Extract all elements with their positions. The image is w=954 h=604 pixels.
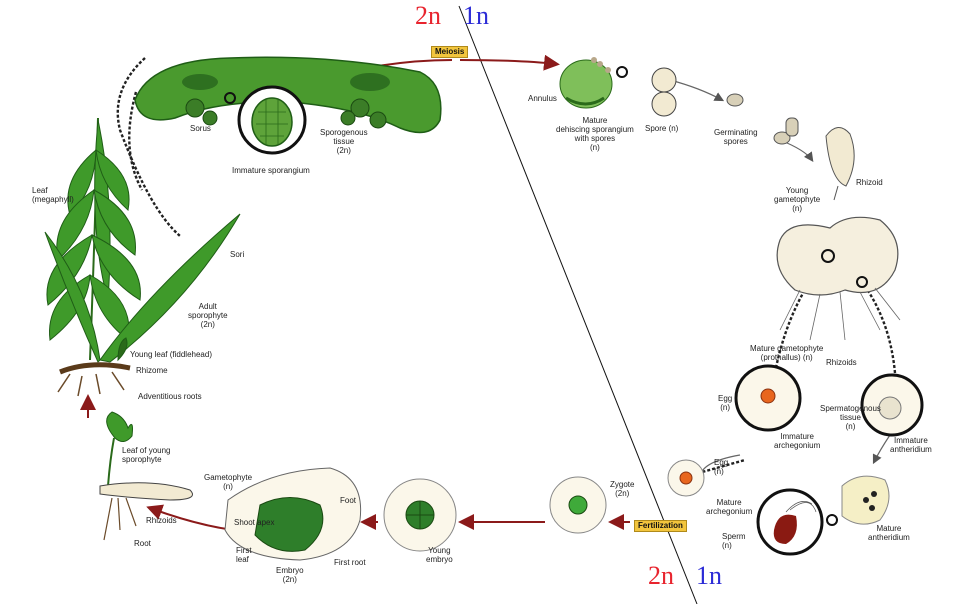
zoom-line-antheridium — [861, 281, 897, 374]
ploidy-2n-top: 2n — [415, 1, 441, 30]
label-young-leaf: Young leaf (fiddlehead) — [130, 350, 212, 359]
label-annulus: Annulus — [528, 94, 557, 103]
zygote-zoom — [549, 476, 607, 534]
spore — [651, 67, 677, 117]
label-sori: Sori — [230, 250, 245, 259]
mature-gametophyte — [776, 216, 901, 341]
label-first-root: First root — [334, 558, 366, 567]
label-adult-sporophyte: Adult sporophyte (2n) — [188, 302, 228, 329]
label-rhizome: Rhizome — [136, 366, 168, 375]
immature-sporangium-zoom — [224, 85, 307, 155]
ploidy-1n-bottom: 1n — [696, 561, 722, 590]
label-egg-upper: Egg (n) — [718, 394, 733, 412]
meiosis-tag: Meiosis — [431, 46, 469, 58]
label-spermatogenous-tissue: Spermatogenous tissue (n) — [820, 404, 881, 431]
mature-sporangium — [559, 57, 628, 109]
label-rhizoids-lower: Rhizoids — [146, 516, 177, 525]
arrow-to-mature-antheridium — [872, 434, 891, 465]
label-mature-sporangium: Mature dehiscing sporangium with spores … — [556, 116, 634, 152]
embryo-on-gametophyte — [224, 467, 362, 561]
adult-sporophyte-fern — [44, 117, 241, 363]
germinating-spores — [726, 93, 799, 145]
label-gametophyte-lower: Gametophyte (n) — [204, 473, 253, 491]
label-shoot-apex: Shoot apex — [234, 518, 275, 527]
label-immature-antheridium: Immature antheridium — [890, 436, 932, 454]
label-first-leaf: First leaf — [236, 546, 252, 564]
immature-antheridium-zoom — [860, 373, 924, 437]
mature-antheridium — [841, 475, 890, 525]
ploidy-1n-top: 1n — [463, 1, 489, 30]
label-germinating-spores: Germinating spores — [714, 128, 758, 146]
label-leaf-young-sporophyte: Leaf of young sporophyte — [122, 446, 171, 464]
zoom-line-sori — [116, 57, 181, 237]
sperm-zoom — [756, 488, 838, 556]
label-adventitious-roots: Adventitious roots — [138, 392, 202, 401]
arrow-to-germination — [669, 79, 725, 102]
zoom-line-sorus — [128, 91, 144, 191]
label-spore: Spore (n) — [645, 124, 679, 133]
label-mature-archegonium: Mature archegonium — [706, 498, 753, 516]
fertilization-tag: Fertilization — [634, 520, 687, 532]
label-rhizoids-gametophyte: Rhizoids — [826, 358, 857, 367]
label-sorus: Sorus — [190, 124, 211, 133]
young-embryo-zoom — [383, 478, 457, 552]
label-embryo: Embryo (2n) — [276, 566, 304, 584]
label-young-gametophyte: Young gametophyte (n) — [774, 186, 821, 213]
label-zygote: Zygote (2n) — [610, 480, 635, 498]
immature-archegonium-zoom — [734, 364, 802, 432]
label-sperm: Sperm (n) — [722, 532, 746, 550]
mature-archegonium — [667, 459, 705, 497]
rhizome — [57, 362, 131, 397]
label-mature-antheridium: Mature antheridium — [868, 524, 910, 542]
label-leaf: Leaf (megaphyll) — [32, 186, 74, 204]
arrow-meiosis-to-sporangium — [459, 54, 560, 71]
label-sporogenous-tissue: Sporogenous tissue (2n) — [320, 128, 368, 155]
label-mature-gametophyte: Mature gametophyte (prothallus) (n) — [750, 344, 824, 362]
label-immature-sporangium: Immature sporangium — [232, 166, 310, 175]
young-gametophyte — [825, 127, 855, 201]
label-egg-lower: Egg (n) — [714, 458, 729, 476]
label-root: Root — [134, 539, 151, 548]
label-immature-archegonium: Immature archegonium — [774, 432, 821, 450]
label-young-embryo: Young embryo — [426, 546, 453, 564]
label-rhizoid: Rhizoid — [856, 178, 883, 187]
ploidy-2n-bottom: 2n — [648, 561, 674, 590]
ploidy-divider-line — [458, 5, 698, 604]
label-foot: Foot — [340, 496, 357, 505]
young-sporophyte — [99, 411, 193, 541]
